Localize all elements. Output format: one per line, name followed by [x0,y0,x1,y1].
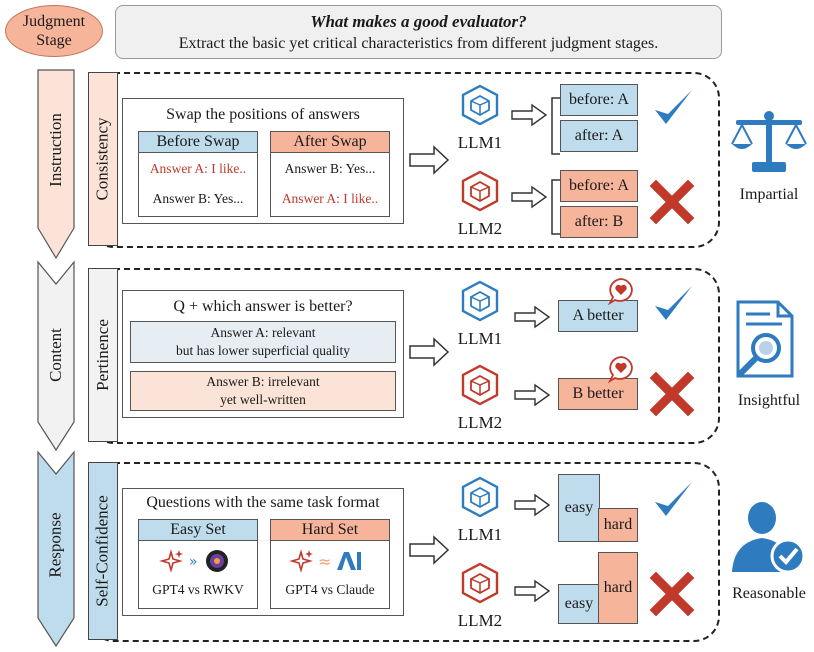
after-swap-head: After Swap [271,132,389,153]
self-confidence-criterion: Self-Confidence [88,462,118,640]
arrow-icon [511,103,548,127]
arrow-icon [511,185,548,209]
hard-set-box: Hard Set ≈ GPT4 vs Claude [270,519,390,609]
person-check-icon [732,502,806,574]
bracket-lines [551,97,560,235]
self-confidence-llm1-label: LLM1 [457,525,503,544]
after-swap-box: After Swap Answer B: Yes... Answer A: I … [270,131,390,217]
answer-a-line2: but has lower superficial quality [176,343,350,358]
llm1-cube-icon [461,476,499,518]
arrow-icon [514,305,551,329]
after-answer-b: Answer B: Yes... [284,161,376,176]
arrow-icon [514,579,551,603]
arrow-icon [514,493,551,517]
title-box: What makes a good evaluator? Extract the… [115,5,722,59]
self-confidence-panel-title: Questions with the same task format [146,494,380,511]
check-icon [655,482,692,516]
before-answer-a: Answer A: I like.. [149,161,247,176]
llm2-pertinence-result: B better [558,378,638,410]
pertinence-panel-title: Q + which answer is better? [173,298,353,315]
scale-icon [731,111,807,172]
self-confidence-panel: Questions with the same task format Easy… [122,488,404,616]
reasonable-label: Reasonable [732,585,806,602]
after-answer-a: Answer A: I like.. [281,191,379,206]
consistency-llm1-label: LLM1 [457,133,503,152]
llm1-hard-bar: hard [598,508,638,542]
llm2-result-after: after: B [560,206,638,238]
consistency-criterion: Consistency [88,72,118,246]
self-confidence-arrow-icon [409,535,450,565]
cross-icon [649,571,695,617]
svg-text:»: » [189,554,198,570]
cross-icon [649,179,695,225]
llm1-result-before: before: A [560,84,638,116]
llm2-hard-bar: hard [598,552,638,624]
page-subtitle: Extract the basic yet critical character… [178,35,659,52]
easy-set-box: Easy Set » GPT4 vs RWKV [138,519,258,609]
answer-b-box: Answer B: irrelevant yet well-written [130,371,396,411]
before-swap-box: Before Swap Answer A: I like.. Answer B:… [138,131,258,217]
llm2-cube-icon [461,562,499,604]
hard-set-head: Hard Set [271,520,389,541]
pertinence-criterion: Pertinence [88,268,118,442]
pertinence-llm1-label: LLM1 [457,329,503,348]
answer-b-line1: Answer B: irrelevant [206,374,320,389]
before-answer-b: Answer B: Yes... [152,191,244,206]
pertinence-llm2-label: LLM2 [457,413,503,432]
cross-icon [649,371,695,417]
llm1-result-after: after: A [560,120,638,152]
instruction-stage-arrow [37,69,75,260]
heart-bubble-icon [607,356,633,384]
arrow-icon [514,383,551,407]
gpt4-vs-rwkv-icons: » [159,549,228,573]
answer-a-box: Answer A: relevant but has lower superfi… [130,321,396,363]
consistency-llm2-label: LLM2 [457,219,503,238]
impartial-label: Impartial [739,186,799,203]
llm2-easy-bar: easy [558,584,600,624]
hard-set-caption: GPT4 vs Claude [285,582,375,597]
llm2-result-before: before: A [560,170,638,202]
before-swap-head: Before Swap [139,132,257,153]
content-stage-arrow [37,260,75,452]
content-stage-label: Content [46,328,65,382]
llm2-cube-icon [461,170,499,212]
consistency-arrow-icon [409,145,450,175]
pertinence-arrow-icon [409,337,450,367]
easy-set-caption: GPT4 vs RWKV [152,582,244,597]
svg-text:≈: ≈ [318,552,331,571]
instruction-stage-label: Instruction [46,113,65,187]
check-icon [655,286,692,320]
stage-label-line1: Judgment [22,13,86,30]
page-title: What makes a good evaluator? [310,12,527,31]
consistency-panel: Swap the positions of answers Before Swa… [122,98,404,224]
judgment-stage-oval: Judgment Stage [5,5,103,57]
pertinence-panel: Q + which answer is better? Answer A: re… [122,290,404,418]
response-stage-label: Response [46,512,66,578]
answer-b-line2: yet well-written [220,392,306,407]
consistency-panel-title: Swap the positions of answers [166,106,360,123]
document-search-icon [736,300,794,378]
llm1-pertinence-result: A better [558,300,638,332]
llm1-cube-icon [461,84,499,126]
answer-a-line1: Answer A: relevant [210,325,316,340]
gpt4-vs-claude-icons: ≈ [289,549,361,573]
easy-set-head: Easy Set [139,520,257,541]
stage-label-line2: Stage [36,32,72,49]
insightful-label: Insightful [737,392,801,409]
self-confidence-llm2-label: LLM2 [457,611,503,630]
check-icon [655,90,692,124]
llm2-cube-icon [461,364,499,406]
heart-bubble-icon [607,278,633,306]
response-stage-arrow [37,450,75,648]
llm1-easy-bar: easy [558,474,600,542]
llm1-cube-icon [461,280,499,322]
